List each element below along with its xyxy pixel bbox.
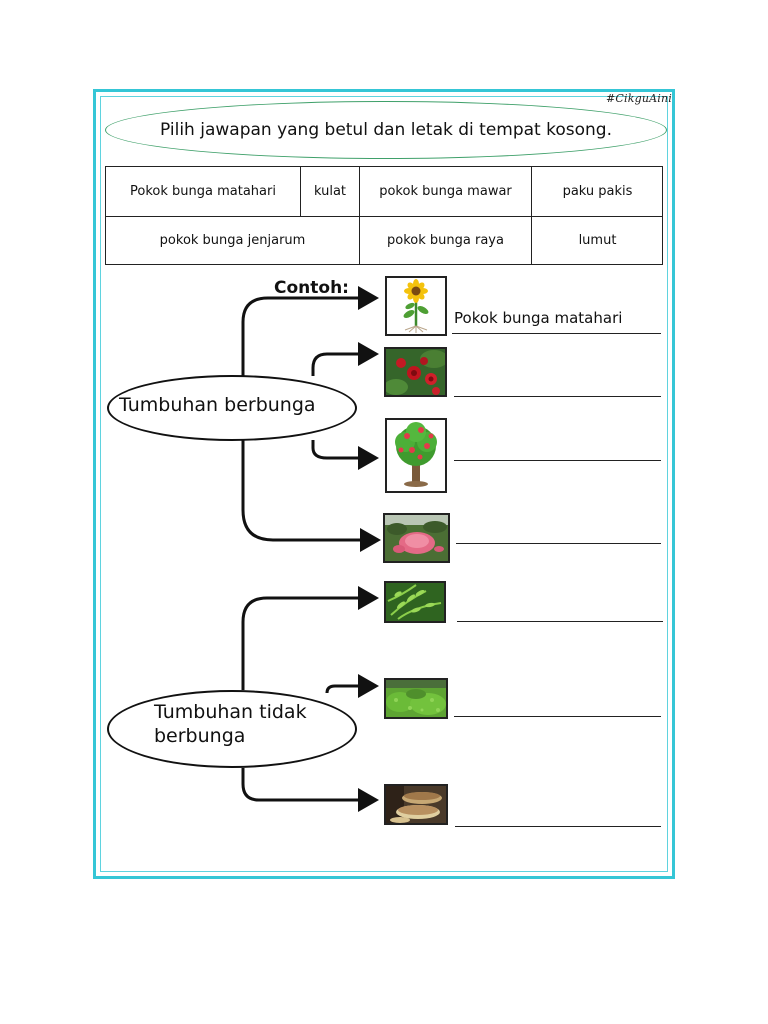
worksheet-outer-border bbox=[93, 89, 675, 879]
word-bank-table: Pokok bunga matahari kulat pokok bunga m… bbox=[105, 166, 663, 265]
answer-line-blank[interactable] bbox=[457, 621, 663, 622]
instruction-banner: Pilih jawapan yang betul dan letak di te… bbox=[105, 101, 667, 159]
arrow-to-moss bbox=[325, 674, 379, 698]
arrow-to-ixora bbox=[241, 440, 381, 552]
arrow-to-fern bbox=[241, 586, 379, 690]
hibiscus-tree-icon bbox=[385, 418, 447, 493]
instruction-text: Pilih jawapan yang betul dan letak di te… bbox=[160, 120, 612, 140]
non-flowering-plants-label-line1: Tumbuhan tidak bbox=[154, 701, 307, 723]
arrow-to-fungus bbox=[241, 768, 379, 812]
answer-line-blank[interactable] bbox=[456, 543, 661, 544]
flowering-plants-label: Tumbuhan berbunga bbox=[119, 394, 316, 416]
watermark: #CikguAini bbox=[606, 92, 673, 105]
word-option[interactable]: Pokok bunga matahari bbox=[106, 167, 301, 216]
answer-line-example bbox=[452, 333, 661, 334]
pink-ixora-flowers-icon bbox=[383, 513, 450, 563]
moss-icon bbox=[384, 678, 448, 719]
word-option[interactable]: pokok bunga jenjarum bbox=[106, 216, 360, 264]
word-option[interactable]: pokok bunga mawar bbox=[360, 167, 532, 216]
non-flowering-plants-oval bbox=[107, 690, 357, 768]
example-answer: Pokok bunga matahari bbox=[454, 309, 623, 327]
bracket-fungus-icon bbox=[384, 784, 448, 825]
answer-line-blank[interactable] bbox=[455, 826, 661, 827]
answer-line-blank[interactable] bbox=[454, 460, 661, 461]
red-roses-icon bbox=[384, 347, 447, 397]
arrow-to-sunflower bbox=[241, 286, 379, 376]
flowering-plants-oval bbox=[107, 375, 357, 441]
word-option[interactable]: lumut bbox=[578, 232, 617, 248]
answer-line-blank[interactable] bbox=[454, 716, 661, 717]
fern-icon bbox=[384, 581, 446, 623]
word-option[interactable]: kulat bbox=[301, 167, 360, 216]
non-flowering-plants-label-line2: berbunga bbox=[154, 725, 246, 747]
word-bank-row: pokok bunga jenjarum pokok bunga raya lu… bbox=[106, 216, 662, 264]
arrow-to-roses bbox=[311, 342, 379, 376]
word-option[interactable]: paku pakis bbox=[562, 184, 633, 199]
sunflower-plant-icon bbox=[385, 276, 447, 336]
answer-line-blank[interactable] bbox=[454, 396, 661, 397]
word-option[interactable]: pokok bunga raya bbox=[360, 216, 532, 264]
arrow-to-hibiscus bbox=[311, 440, 379, 470]
word-bank-row: Pokok bunga matahari kulat pokok bunga m… bbox=[106, 167, 662, 217]
example-label: Contoh: bbox=[274, 278, 349, 298]
worksheet-inner-border bbox=[100, 96, 668, 872]
